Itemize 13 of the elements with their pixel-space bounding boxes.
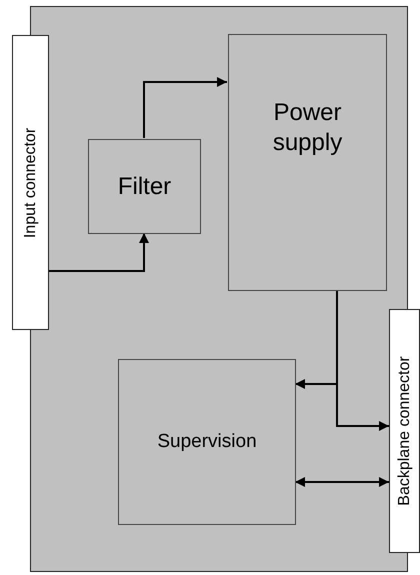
- process-box: [88, 139, 201, 234]
- node-label: Filter: [118, 172, 172, 202]
- node-label: Input connector: [20, 127, 40, 238]
- arrow: [143, 77, 227, 138]
- arrow: [49, 233, 149, 272]
- process-box: [228, 34, 387, 291]
- node-label: Power supply: [272, 98, 344, 158]
- node-label: Backplane connector: [394, 356, 414, 506]
- node-label: Supervision: [157, 430, 257, 454]
- process-box: [118, 359, 296, 525]
- arrow: [295, 477, 389, 487]
- connector-box: [389, 309, 420, 553]
- connector-box: [12, 35, 49, 330]
